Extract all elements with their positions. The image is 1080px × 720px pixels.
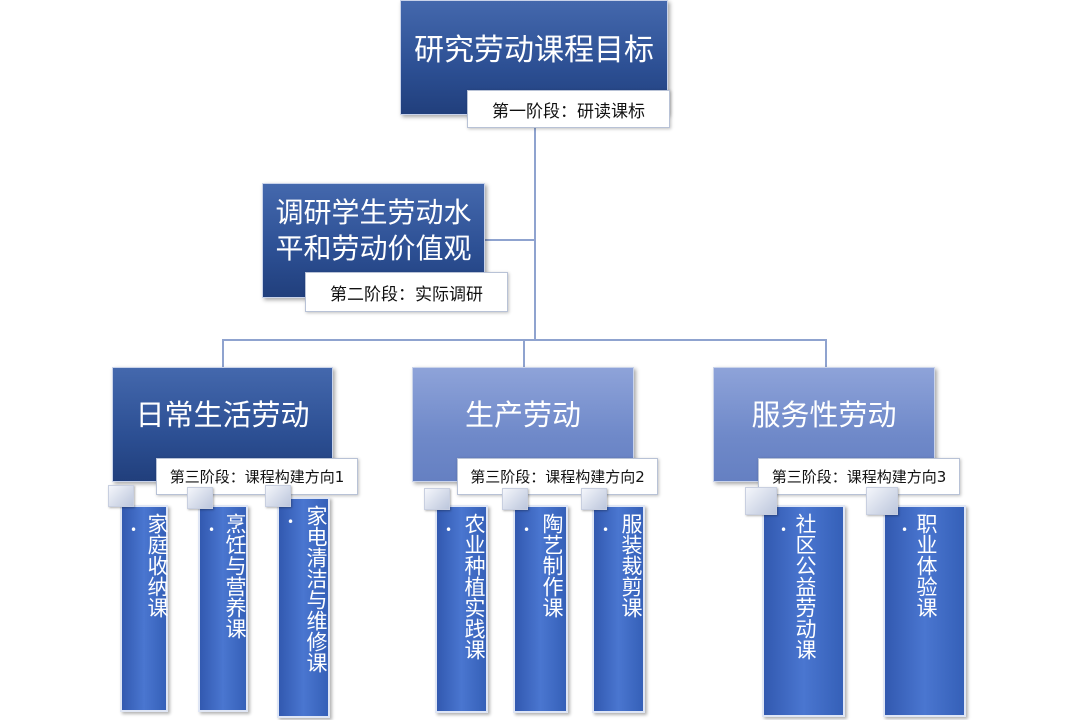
connector-square <box>502 488 528 510</box>
bullet: • <box>287 515 295 529</box>
bullet: • <box>901 523 909 537</box>
course-label: 职业体验课 <box>914 513 938 618</box>
connector-dir2 <box>523 339 525 367</box>
stage-1-label: 第一阶段：研读课标 <box>467 90 670 128</box>
course-label: 社区公益劳动课 <box>793 513 817 660</box>
connector-square <box>745 487 777 515</box>
direction-3-title: 服务性劳动 <box>751 397 897 432</box>
survey-box: 调研学生劳动水平和劳动价值观 <box>262 183 485 298</box>
bullet: • <box>445 523 453 537</box>
course-card: • 家庭收纳课 <box>120 505 169 712</box>
course-card: • 陶艺制作课 <box>513 505 568 713</box>
stage-2-label: 第二阶段：实际调研 <box>305 272 508 312</box>
bullet: • <box>780 523 788 537</box>
survey-title: 调研学生劳动水平和劳动价值观 <box>275 195 472 265</box>
bullet: • <box>130 523 138 537</box>
connector-square <box>265 485 291 507</box>
course-label: 服装裁剪课 <box>619 513 643 618</box>
connector-square <box>108 485 134 507</box>
stage-3-label-3: 第三阶段：课程构建方向3 <box>758 458 960 495</box>
bullet: • <box>208 523 216 537</box>
connector-square <box>424 488 450 510</box>
connector-dir1 <box>222 339 224 367</box>
course-label: 家电清洁与维修课 <box>304 505 328 673</box>
course-label: 家庭收纳课 <box>145 513 169 618</box>
connector-square <box>187 487 213 509</box>
course-card: • 农业种植实践课 <box>435 505 488 713</box>
connector-square <box>581 488 607 510</box>
connector-dir3 <box>825 339 827 367</box>
course-card: • 家电清洁与维修课 <box>277 497 330 718</box>
connector-survey <box>485 239 535 241</box>
bullet: • <box>523 523 531 537</box>
direction-1-title: 日常生活劳动 <box>135 397 310 432</box>
root-goal-title: 研究劳动课程目标 <box>414 32 654 68</box>
direction-3-box: 服务性劳动 <box>713 367 935 482</box>
course-card: • 社区公益劳动课 <box>762 505 845 717</box>
course-label: 陶艺制作课 <box>540 513 564 618</box>
bullet: • <box>602 523 610 537</box>
stage-3-label-2: 第三阶段：课程构建方向2 <box>457 458 658 495</box>
course-card: • 职业体验课 <box>883 505 966 717</box>
connector-square <box>866 487 898 515</box>
connector-root-trunk <box>534 115 536 341</box>
course-label: 烹饪与营养课 <box>223 513 247 639</box>
direction-2-title: 生产劳动 <box>464 397 581 432</box>
course-label: 农业种植实践课 <box>462 513 486 660</box>
course-card: • 服装裁剪课 <box>592 505 645 713</box>
course-card: • 烹饪与营养课 <box>198 505 248 712</box>
